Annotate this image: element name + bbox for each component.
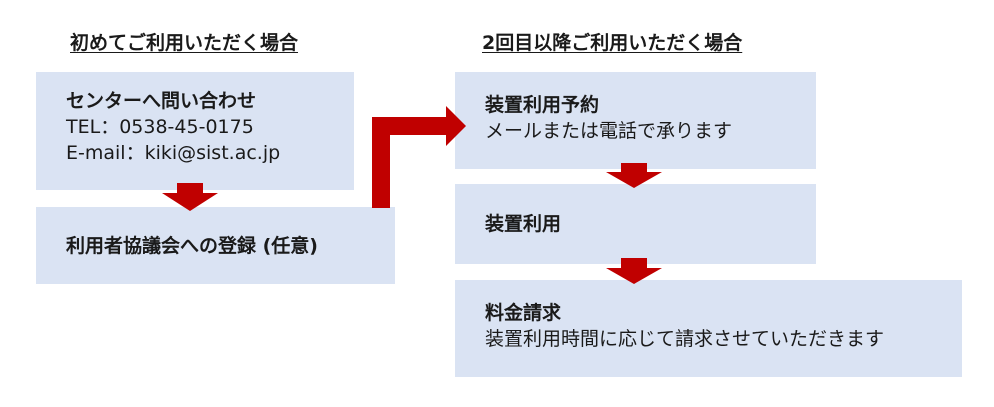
contact-email: E-mail：kiki@sist.ac.jp xyxy=(66,142,281,164)
billing-title: 料金請求 xyxy=(485,302,562,324)
down-arrow-icon xyxy=(162,183,218,211)
billing-box: 料金請求 装置利用時間に応じて請求させていただきます xyxy=(455,280,962,377)
down-arrow-icon xyxy=(606,258,662,284)
contact-tel: TEL：0538-45-0175 xyxy=(66,116,254,138)
contact-center-title: センターへ問い合わせ xyxy=(66,90,257,112)
equipment-use-box: 装置利用 xyxy=(455,184,816,264)
registration-title: 利用者協議会への登録 (任意) xyxy=(66,234,318,257)
first-time-heading: 初めてご利用いただく場合 xyxy=(70,32,299,54)
equipment-use-title: 装置利用 xyxy=(485,213,562,235)
reservation-title: 装置利用予約 xyxy=(485,94,600,116)
elbow-arrow-icon xyxy=(372,106,466,208)
repeat-use-heading: 2回目以降ご利用いただく場合 xyxy=(482,32,743,54)
down-arrow-icon xyxy=(606,163,662,188)
registration-box: 利用者協議会への登録 (任意) xyxy=(36,207,395,284)
reservation-note: メールまたは電話で承ります xyxy=(485,120,733,142)
contact-center-box: センターへ問い合わせ TEL：0538-45-0175 E-mail：kiki@… xyxy=(36,72,354,190)
billing-note: 装置利用時間に応じて請求させていただきます xyxy=(485,328,885,350)
reservation-box: 装置利用予約 メールまたは電話で承ります xyxy=(455,72,816,169)
